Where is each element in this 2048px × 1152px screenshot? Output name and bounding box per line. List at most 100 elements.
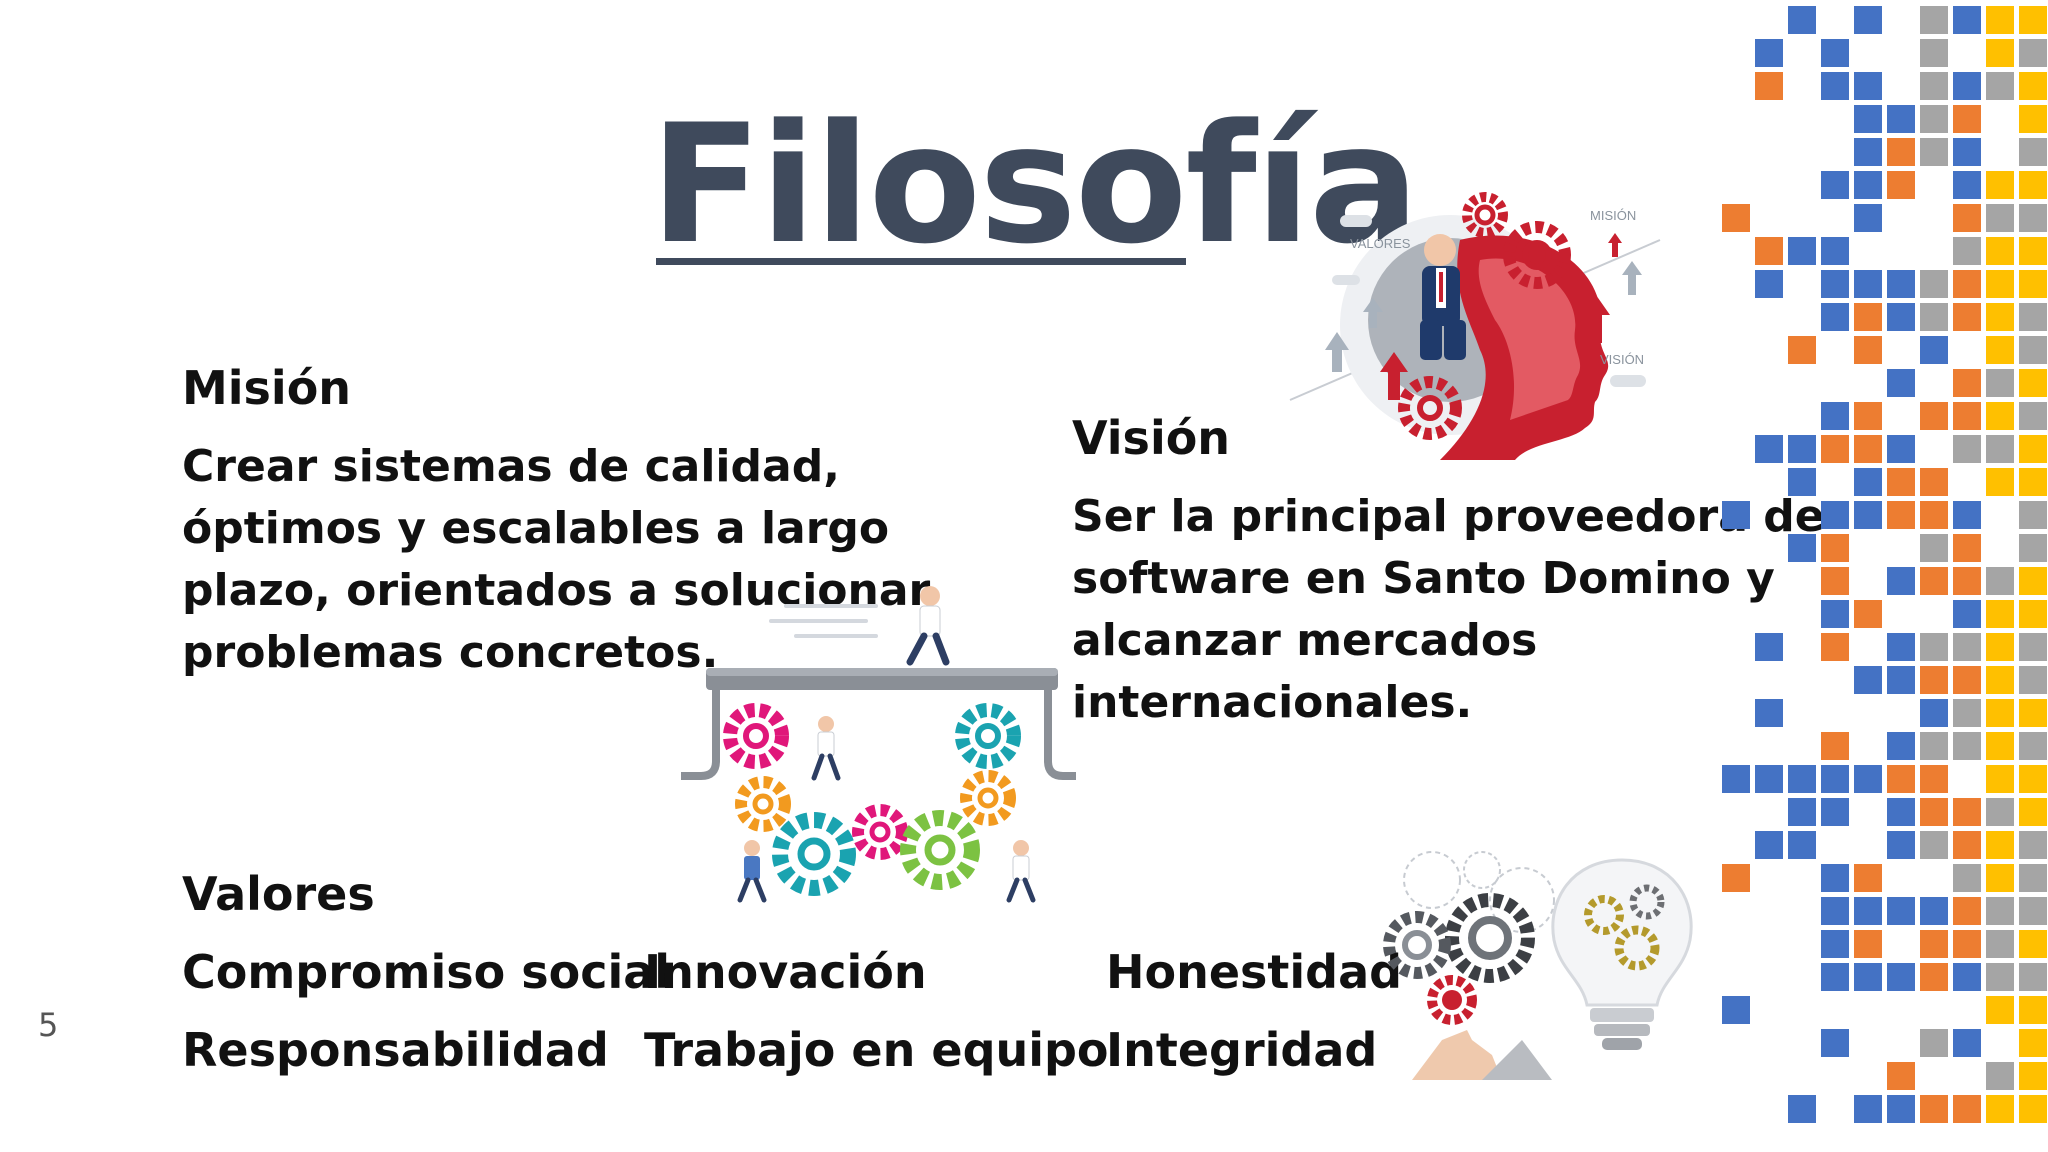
mosaic-tile: [1821, 864, 1849, 892]
mosaic-tile: [1722, 765, 1750, 793]
mosaic-tile: [2019, 237, 2047, 265]
mosaic-tile: [1887, 732, 1915, 760]
mosaic-tile: [1986, 864, 2014, 892]
mosaic-tile: [1755, 633, 1783, 661]
mosaic-tile: [1854, 270, 1882, 298]
mosaic-tile: [1953, 798, 1981, 826]
mosaic-tile: [1788, 798, 1816, 826]
mosaic-tile: [1986, 72, 2014, 100]
mosaic-tile: [1821, 897, 1849, 925]
mosaic-tile: [1953, 501, 1981, 529]
mosaic-tile: [2019, 1029, 2047, 1057]
valor-item: Compromiso social: [182, 945, 671, 999]
mosaic-tile: [1854, 435, 1882, 463]
mosaic-tile: [1854, 303, 1882, 331]
mosaic-tile: [1821, 930, 1849, 958]
mosaic-tile: [1920, 732, 1948, 760]
vision-line: software en Santo Domino y: [1072, 553, 1775, 604]
mosaic-tile: [1755, 270, 1783, 298]
mosaic-tile: [1821, 39, 1849, 67]
mosaic-tile: [1821, 567, 1849, 595]
mosaic-tile: [1722, 204, 1750, 232]
mosaic-tile: [1953, 270, 1981, 298]
mosaic-tile: [1920, 1029, 1948, 1057]
mosaic-tile: [1986, 732, 2014, 760]
lightbulb-gears-illustration: [1383, 851, 1693, 1080]
mosaic-tile: [1953, 1029, 1981, 1057]
mosaic-tile: [1920, 39, 1948, 67]
mosaic-tile: [2019, 105, 2047, 133]
mosaic-tile: [1821, 501, 1849, 529]
mosaic-tile: [1953, 600, 1981, 628]
mosaic-tile: [1986, 831, 2014, 859]
mosaic-tile: [1920, 798, 1948, 826]
mosaic-tile: [1920, 699, 1948, 727]
valor-item: Integridad: [1106, 1023, 1378, 1077]
mosaic-tile: [1854, 501, 1882, 529]
mosaic-tile: [2019, 963, 2047, 991]
mosaic-tile: [1788, 534, 1816, 562]
page-number: 5: [38, 1006, 59, 1044]
mosaic-tile: [1722, 501, 1750, 529]
mosaic-tile: [1920, 270, 1948, 298]
mosaic-tile: [1986, 798, 2014, 826]
mosaic-tile: [1920, 72, 1948, 100]
mosaic-tile: [1953, 864, 1981, 892]
mosaic-tile: [1953, 963, 1981, 991]
mosaic-tile: [1953, 633, 1981, 661]
valores-label: VALORES: [1350, 236, 1411, 251]
mosaic-tile: [1788, 435, 1816, 463]
mision-line: problemas concretos.: [182, 627, 719, 678]
mosaic-tile: [1821, 402, 1849, 430]
mosaic-tile: [1986, 402, 2014, 430]
vision-heading: Visión: [1072, 411, 1231, 465]
mosaic-tile: [1986, 963, 2014, 991]
mosaic-tile: [1821, 72, 1849, 100]
mosaic-tile: [1920, 534, 1948, 562]
mosaic-tile: [2019, 204, 2047, 232]
mosaic-tile: [1953, 435, 1981, 463]
mosaic-tile: [1953, 303, 1981, 331]
mosaic-tile: [1953, 72, 1981, 100]
mosaic-tile: [2019, 666, 2047, 694]
mosaic-tile: [1755, 237, 1783, 265]
mosaic-tile: [2019, 369, 2047, 397]
valores-heading: Valores: [182, 867, 375, 921]
mision-label: MISIÓN: [1590, 208, 1636, 223]
mosaic-tile: [1986, 303, 2014, 331]
mosaic-tile: [1788, 765, 1816, 793]
mosaic-tile: [1953, 534, 1981, 562]
mosaic-tile: [1920, 303, 1948, 331]
mosaic-tile: [1920, 897, 1948, 925]
mosaic-tile: [1986, 270, 2014, 298]
mosaic-tile: [1854, 138, 1882, 166]
mosaic-tile: [1821, 237, 1849, 265]
mosaic-tile: [1953, 699, 1981, 727]
valor-item: Responsabilidad: [182, 1023, 609, 1077]
mosaic-tile: [1854, 1095, 1882, 1123]
mosaic-tile: [1788, 468, 1816, 496]
mosaic-tile: [1788, 831, 1816, 859]
mosaic-tile: [1854, 6, 1882, 34]
mosaic-tile: [1986, 468, 2014, 496]
mosaic-tile: [2019, 402, 2047, 430]
mosaic-tile: [1788, 336, 1816, 364]
mosaic-tile: [1986, 996, 2014, 1024]
mosaic-tile: [1920, 666, 1948, 694]
mosaic-tile: [1722, 996, 1750, 1024]
mosaic-tile: [1854, 666, 1882, 694]
teamwork-gears-illustration: [681, 586, 1076, 903]
mosaic-tile: [1953, 204, 1981, 232]
mosaic-tile: [1821, 732, 1849, 760]
mosaic-tile: [1887, 435, 1915, 463]
mosaic-tile: [1887, 105, 1915, 133]
mosaic-tile: [1887, 270, 1915, 298]
head-gears-illustration: VALORES MISIÓN VISIÓN: [1289, 192, 1661, 460]
mosaic-tile: [1854, 897, 1882, 925]
mosaic-tile: [1986, 765, 2014, 793]
mosaic-tile: [1854, 600, 1882, 628]
mosaic-tile: [1821, 798, 1849, 826]
mosaic-tile: [1986, 666, 2014, 694]
mosaic-tile: [1821, 1029, 1849, 1057]
mosaic-tile: [2019, 897, 2047, 925]
